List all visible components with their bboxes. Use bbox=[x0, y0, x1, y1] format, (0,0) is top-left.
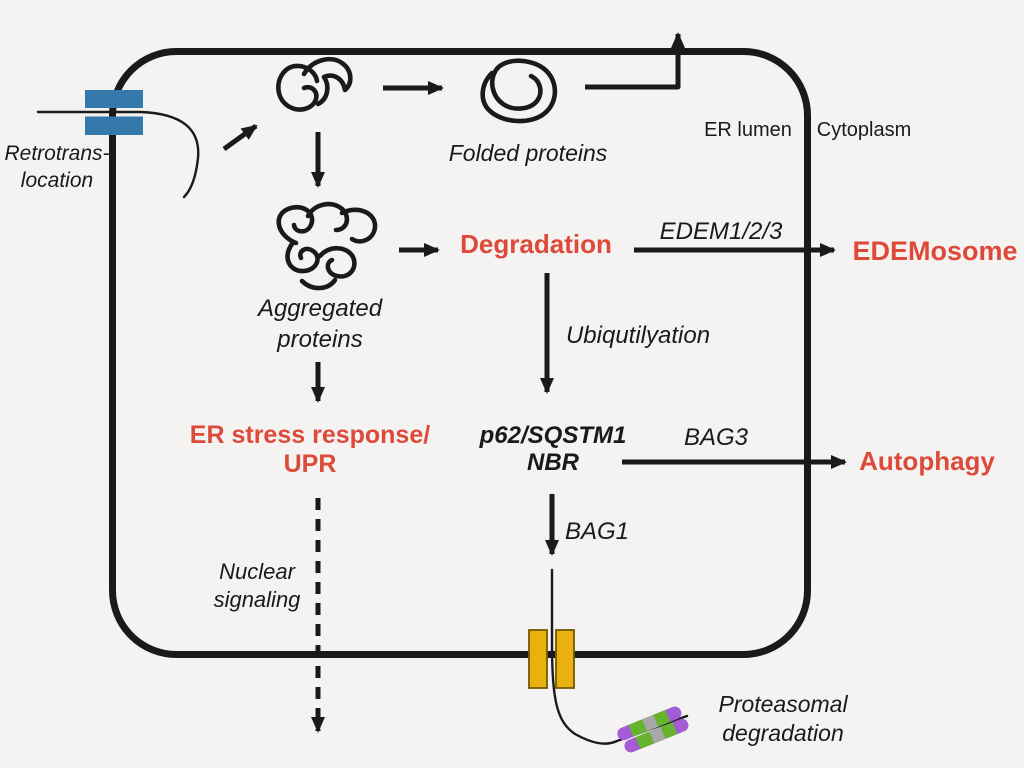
folded-proteins-label: Folded proteins bbox=[448, 140, 608, 166]
p62-sqstm1-nbr-label: p62/SQSTM1 NBR bbox=[479, 422, 627, 477]
er-stress-upr-label: ER stress response/ UPR bbox=[189, 421, 431, 478]
cytoplasm-label: Cytoplasm bbox=[816, 119, 912, 141]
arrow-to-unfolded-protein bbox=[222, 123, 258, 152]
proteasome-thread bbox=[550, 568, 689, 745]
proteasomal-degradation-label: Proteasomal degradation bbox=[718, 691, 848, 747]
aggregated-protein-icon bbox=[276, 201, 378, 291]
bag1-label: BAG1 bbox=[564, 518, 630, 545]
retrotranslocation-thread bbox=[36, 110, 200, 199]
arrow-folded-secretion bbox=[585, 32, 685, 90]
er-lumen-label: ER lumen bbox=[704, 119, 792, 141]
retrotranslocation-label: Retrotrans- location bbox=[4, 142, 110, 192]
proteasome-icon bbox=[615, 704, 691, 755]
folded-protein-icon bbox=[480, 58, 558, 124]
edem-label: EDEM1/2/3 bbox=[659, 218, 783, 245]
er-membrane-outline bbox=[109, 48, 811, 658]
autophagy-label: Autophagy bbox=[859, 446, 995, 476]
nuclear-signaling-label: Nuclear signaling bbox=[213, 559, 301, 613]
unfolded-protein-icon bbox=[276, 56, 353, 112]
edemosome-label: EDEMosome bbox=[852, 236, 1018, 266]
retrotranslocation-channel-icon bbox=[85, 90, 143, 135]
aggregated-proteins-label: Aggregated proteins bbox=[257, 295, 383, 353]
export-channel-icon bbox=[528, 629, 575, 689]
degradation-label: Degradation bbox=[460, 229, 612, 259]
ubiquitylation-label: Ubiqutilyation bbox=[565, 322, 711, 349]
bag3-label: BAG3 bbox=[683, 424, 749, 451]
